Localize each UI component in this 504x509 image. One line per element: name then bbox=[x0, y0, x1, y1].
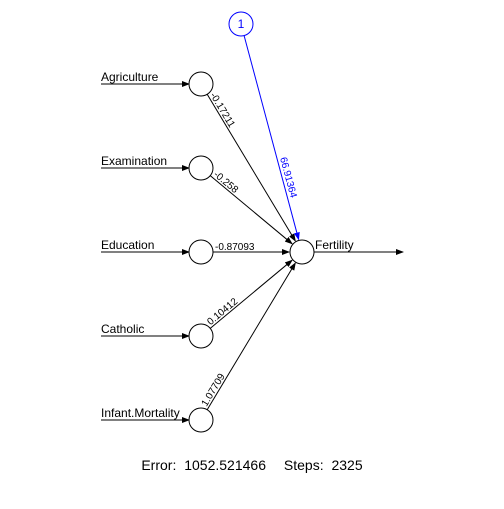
input-node-agriculture bbox=[188, 71, 214, 97]
edge-agriculture-to-output bbox=[206, 94, 296, 242]
bias-node-label: 1 bbox=[238, 17, 245, 31]
edge-infant-mortality-to-output bbox=[206, 262, 296, 410]
training-summary: Error: 1052.521466 Steps: 2325 bbox=[141, 457, 362, 473]
input-label-agriculture: Agriculture bbox=[101, 70, 159, 84]
connection-edges bbox=[101, 35, 404, 423]
input-label-examination: Examination bbox=[101, 154, 167, 168]
input-label-education: Education bbox=[101, 238, 154, 252]
weight-label-infant-mortality: 1.07709 bbox=[200, 371, 228, 408]
input-node-infant-mortality bbox=[188, 407, 214, 433]
input-label-catholic: Catholic bbox=[101, 322, 144, 336]
input-node-catholic bbox=[188, 323, 214, 349]
edge-catholic-to-output bbox=[209, 259, 293, 329]
edge-bias-to-output bbox=[243, 35, 300, 241]
error-label: Error: bbox=[141, 457, 176, 473]
bias-node bbox=[228, 11, 254, 37]
network-nodes bbox=[188, 11, 315, 433]
output-label: Fertility bbox=[315, 238, 354, 252]
edge-examination-to-output bbox=[209, 175, 293, 245]
input-node-examination bbox=[188, 155, 214, 181]
weight-label-agriculture: -0.17211 bbox=[207, 91, 237, 130]
output-node bbox=[289, 239, 315, 265]
input-label-infant-mortality: Infant.Mortality bbox=[101, 406, 180, 420]
weight-label-catholic: 0.10412 bbox=[205, 296, 240, 328]
weight-label-examination: -0.258 bbox=[211, 169, 240, 196]
error-value: 1052.521466 bbox=[184, 457, 266, 473]
weight-label-bias: 66.91364 bbox=[277, 156, 299, 200]
steps-label: Steps: bbox=[284, 457, 324, 473]
input-node-education bbox=[188, 239, 214, 265]
steps-value: 2325 bbox=[331, 457, 362, 473]
weight-label-education: -0.87093 bbox=[215, 242, 255, 253]
